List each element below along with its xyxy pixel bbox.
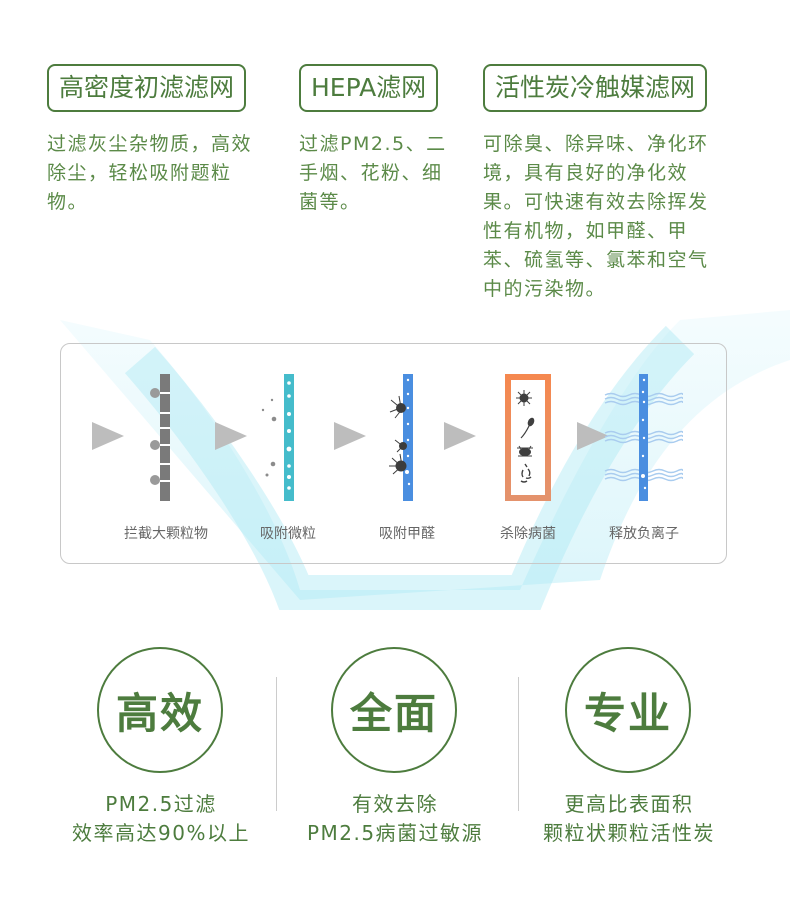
step-label: 杀除病菌: [500, 526, 556, 542]
highlight-caption: PM2.5过滤 效率高达90%以上: [31, 790, 291, 848]
highlight-badge-efficient: 高效: [97, 647, 223, 773]
arrow-right-icon: [92, 422, 124, 450]
highlight-badge-comprehensive: 全面: [331, 647, 457, 773]
filtration-process-panel: [60, 343, 727, 564]
arrow-right-icon: [215, 422, 247, 450]
step-label: 拦截大颗粒物: [124, 526, 208, 542]
feature-description: 过滤PM2.5、二手烟、花粉、细菌等。: [299, 133, 447, 213]
caption-line: PM2.5过滤: [105, 792, 217, 816]
step-label: 吸附微粒: [260, 526, 316, 542]
feature-description: 过滤灰尘杂物质，高效除尘，轻松吸附题粒物。: [47, 133, 253, 213]
step-label: 吸附甲醛: [379, 526, 435, 542]
highlight-badge-professional: 专业: [565, 647, 691, 773]
step-label: 释放负离子: [609, 526, 679, 542]
arrow-right-icon: [577, 422, 609, 450]
caption-line: 有效去除: [352, 792, 438, 816]
feature-title: 高密度初滤滤网: [47, 64, 247, 112]
caption-line: 效率高达90%以上: [72, 821, 250, 845]
feature-primary-filter: 高密度初滤滤网 过滤灰尘杂物质，高效除尘，轻松吸附题粒物。: [47, 64, 267, 217]
divider: [518, 677, 519, 811]
caption-line: 更高比表面积: [564, 792, 694, 816]
feature-title: 活性炭冷触媒滤网: [483, 64, 708, 112]
feature-description: 可除臭、除异味、净化环境，具有良好的净化效果。可快速有效去除挥发性有机物，如甲醛…: [483, 133, 709, 300]
feature-title: HEPA滤网: [299, 64, 439, 112]
arrow-right-icon: [444, 422, 476, 450]
feature-hepa-filter: HEPA滤网 过滤PM2.5、二手烟、花粉、细菌等。: [299, 64, 449, 217]
divider: [276, 677, 277, 811]
arrow-right-icon: [334, 422, 366, 450]
feature-carbon-filter: 活性炭冷触媒滤网 可除臭、除异味、净化环境，具有良好的净化效果。可快速有效去除挥…: [483, 64, 728, 304]
highlight-caption: 有效去除 PM2.5病菌过敏源: [265, 790, 525, 848]
caption-line: 颗粒状颗粒活性炭: [543, 821, 715, 845]
highlight-caption: 更高比表面积 颗粒状颗粒活性炭: [499, 790, 759, 848]
caption-line: PM2.5病菌过敏源: [306, 821, 484, 845]
